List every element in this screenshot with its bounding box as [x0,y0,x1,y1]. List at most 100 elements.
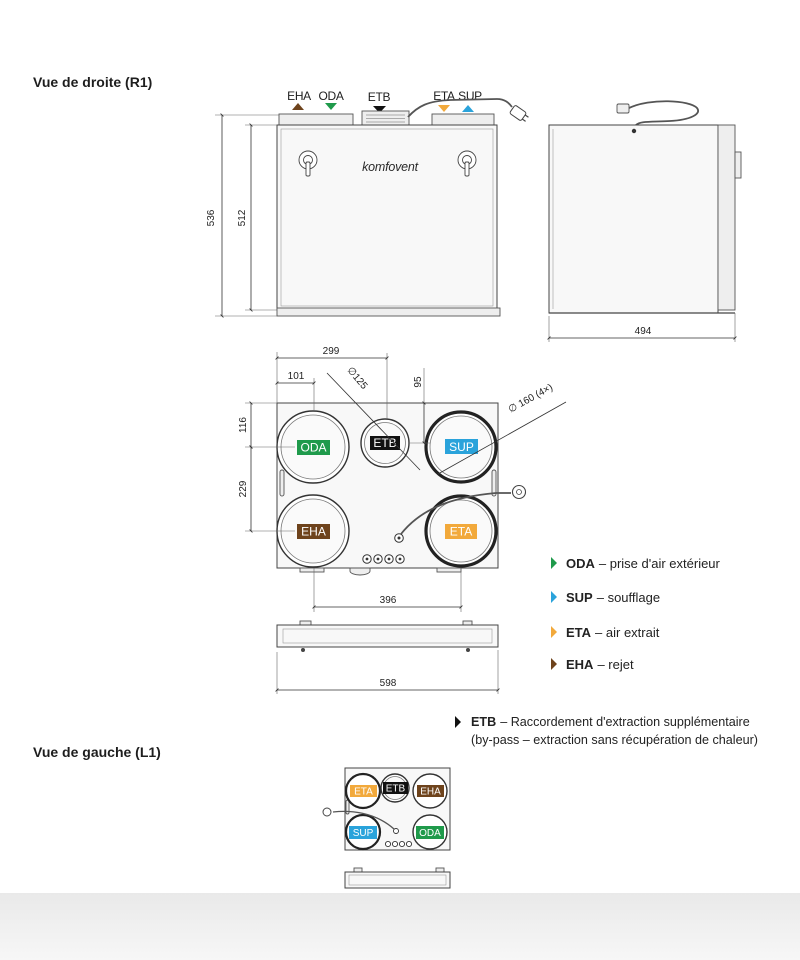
etb-tag [370,436,400,450]
latch-icon [457,150,477,177]
dimension-label: 116 [238,417,249,433]
front-label-sup: SUP [458,89,482,103]
left-slot [279,469,285,497]
power-plug-icon [322,807,332,817]
legend-item-oda: ODA– prise d'air extérieur [551,556,721,571]
cable-gland [393,828,399,834]
side-handle [734,151,742,179]
electrical-connectors [384,840,413,848]
front-label-oda: ODA [318,89,343,103]
foot [466,648,470,652]
brand-logo: komfovent [362,160,419,174]
cable-gland [631,128,637,134]
oda-tag [416,826,444,839]
side-door-panel [717,124,736,311]
front-label-etb: ETB [368,90,391,104]
duct-eha: EHA [276,494,350,568]
dimension-101: 101 [275,371,316,411]
oda-tag [297,440,330,455]
mount-post [462,620,473,626]
eta-tag-label: ETA [450,525,472,539]
dimension-95: 95 [410,368,430,445]
front-unit-base [276,307,501,317]
eha-arrow-icon [292,103,304,110]
etb-note: ETB– Raccordement d'extraction supplémen… [455,715,758,747]
front-power-cable [407,98,513,118]
dimension-label: 299 [323,346,340,357]
front-unit-panel [280,128,494,307]
eta-arrow-icon [551,626,557,638]
electrical-connectors [362,554,405,564]
drain-outlet [349,567,371,576]
etb-tag-label: ETB [386,784,406,795]
power-plug-icon [511,484,527,500]
foot [299,567,325,573]
bottom-plate-inner [282,628,493,644]
dimension-total-height: 536 [206,113,279,318]
dimension-label: 101 [288,371,305,382]
legend-item-eha: EHA– rejet [551,657,634,672]
front-etb-connector [361,110,410,126]
foot [301,648,305,652]
dimension-body-height: 512 [237,123,277,312]
right-slot [491,469,497,497]
oda-arrow-icon [325,103,337,110]
front-view: EHA ODA ETB ETA SUP [206,89,529,318]
etb-arrow-icon [373,106,386,113]
duct-sup: SUP [344,813,382,851]
eha-tag-label: EHA [301,525,326,539]
side-view: 494 [547,100,742,342]
mount-post [299,620,312,626]
dimension-229: 229 [238,445,295,533]
dimension-396: 396 [312,568,463,612]
sup-arrow-icon [462,105,474,112]
eha-tag-label: EHA [420,787,441,798]
duct-oda: ODA [412,814,448,850]
dimension-label: 494 [635,326,652,337]
left-power-cable [332,810,395,830]
eha-arrow-icon [551,658,557,670]
dimension-label: 598 [380,678,397,689]
front-duct-stub-left [278,113,354,126]
duct-eha: EHA [412,773,448,809]
eha-tag [297,524,330,539]
left-view: ETA ETB EHA SUP ODA [322,767,451,889]
bottom-plate [276,624,499,648]
latch-icon [298,150,318,177]
duct-etb: ETB [360,418,410,468]
etb-tag-label: ETB [373,436,396,450]
side-unit-body [548,124,719,314]
duct-eta: ETA [344,772,382,810]
legend-text: EHA– rejet [566,657,634,672]
sup-tag-label: SUP [353,828,374,839]
front-duct-stub-right [431,113,495,126]
legend-text: ODA– prise d'air extérieur [566,556,721,571]
dimension-116: 116 [238,401,295,449]
etb-tag [383,782,408,794]
sup-tag [349,826,377,839]
etb-note-line1: ETB– Raccordement d'extraction supplémen… [471,715,750,729]
legend-text: ETA– air extrait [566,625,660,640]
bottom-view: 598 [275,620,500,694]
dimension-label: 536 [206,209,217,226]
dimension-label: 396 [380,595,397,606]
power-plug-icon [616,103,630,114]
oda-arrow-icon [551,557,557,569]
mount-post [353,867,363,873]
right-view-title: Vue de droite (R1) [33,74,152,90]
oda-tag-label: ODA [419,828,441,839]
left-bottom-plate [344,871,451,889]
dimension-label: 512 [237,209,248,226]
page-footer-band [0,893,800,960]
etb-note-line2: (by-pass – extraction sans récupération … [471,733,758,747]
dimension-width: 598 [275,650,500,694]
cable-gland [394,533,404,543]
foot [436,567,462,573]
eta-tag-label: ETA [354,787,373,798]
side-power-cable [628,100,699,126]
eta-tag [350,785,377,797]
duct-oda: ODA [276,410,350,484]
oda-tag-label: ODA [300,441,326,455]
legend-item-eta: ETA– air extrait [551,625,660,640]
